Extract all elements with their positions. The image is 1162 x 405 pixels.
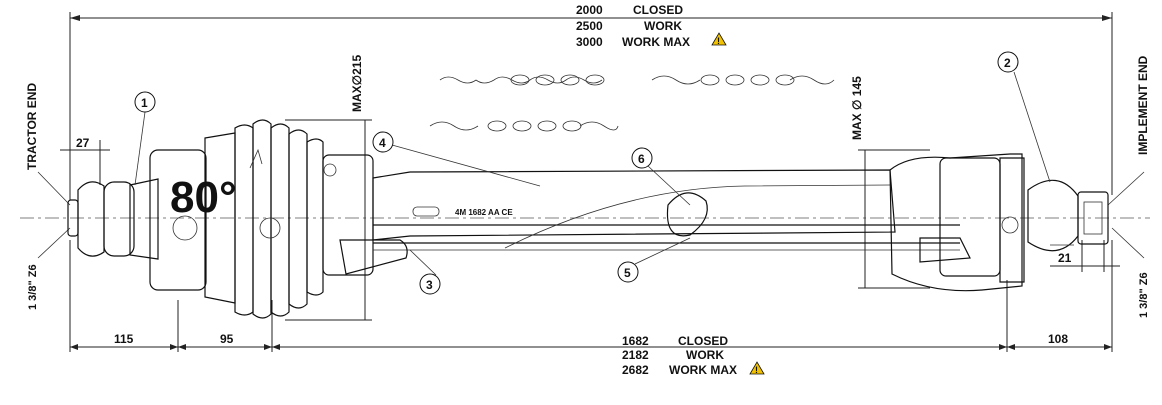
callout-2: 2: [997, 51, 1051, 183]
callout-6: 6: [631, 147, 691, 206]
callout-4: 4: [372, 131, 541, 187]
implement-guard: [889, 153, 1025, 292]
implement-end-label: IMPLEMENT END: [1136, 55, 1150, 155]
max-diameter-215: MAX∅215: [285, 55, 372, 321]
svg-text:1: 1: [141, 96, 148, 110]
tractor-yoke: [67, 178, 159, 260]
cv-joint-guard: [149, 119, 374, 319]
dim-27: 27: [60, 136, 110, 200]
angle-label: 80°: [170, 173, 237, 222]
svg-text:5: 5: [624, 266, 631, 280]
spline-right-label: 1 3/8" Z6: [1138, 272, 1150, 318]
spline-left-label: 1 3/8" Z6: [27, 264, 39, 310]
segment-95: 95: [220, 332, 234, 346]
shaft-marking: 4M 1682 AA CE: [455, 208, 513, 217]
bottom-label-1: CLOSED: [678, 334, 728, 348]
angle-arrow: [249, 148, 263, 169]
callout-3: 3: [409, 249, 441, 295]
svg-text:MAX ∅ 145: MAX ∅ 145: [850, 76, 864, 140]
dim-21: 21: [1050, 240, 1120, 272]
svg-text:6: 6: [638, 152, 645, 166]
svg-text:4: 4: [379, 136, 386, 150]
max-diameter-145: MAX ∅ 145: [850, 76, 930, 289]
svg-text:!: !: [755, 365, 758, 375]
tractor-end-label: TRACTOR END: [25, 83, 39, 170]
shaft-base-guard: [339, 237, 971, 275]
bottom-dimension-line: [69, 240, 1113, 352]
warning-icon: !: [749, 361, 765, 375]
implement-yoke: [1027, 179, 1109, 252]
safety-chain: [429, 120, 619, 132]
safety-chain: [439, 74, 605, 86]
top-value-1: 2000: [576, 3, 603, 17]
segment-108: 108: [1048, 332, 1068, 346]
top-label-3: WORK MAX: [622, 35, 690, 49]
warning-icon: !: [711, 32, 727, 46]
svg-text:2: 2: [1004, 56, 1011, 70]
safety-chain: [651, 74, 835, 86]
svg-text:21: 21: [1058, 251, 1072, 265]
segment-115: 115: [114, 332, 134, 346]
bottom-value-1: 1682: [622, 334, 649, 348]
bottom-label-3: WORK MAX: [669, 363, 737, 377]
svg-text:!: !: [717, 36, 720, 46]
svg-text:3: 3: [426, 278, 433, 292]
top-label-1: CLOSED: [633, 3, 683, 17]
telescopic-guard: 4M 1682 AA CE: [372, 169, 960, 251]
callout-1: 1: [134, 91, 156, 186]
bottom-dimension-table: 1682 CLOSED 2182 WORK 2682 WORK MAX !: [622, 334, 765, 377]
bottom-value-2: 2182: [622, 348, 649, 362]
top-value-3: 3000: [576, 35, 603, 49]
top-label-2: WORK: [644, 19, 682, 33]
svg-text:27: 27: [76, 136, 90, 150]
bottom-value-3: 2682: [622, 363, 649, 377]
bottom-label-2: WORK: [686, 348, 724, 362]
svg-text:MAX∅215: MAX∅215: [350, 55, 364, 112]
top-dimension-table: 2000 CLOSED 2500 WORK 3000 WORK MAX !: [576, 3, 727, 49]
top-value-2: 2500: [576, 19, 603, 33]
callout-5: 5: [617, 237, 691, 283]
